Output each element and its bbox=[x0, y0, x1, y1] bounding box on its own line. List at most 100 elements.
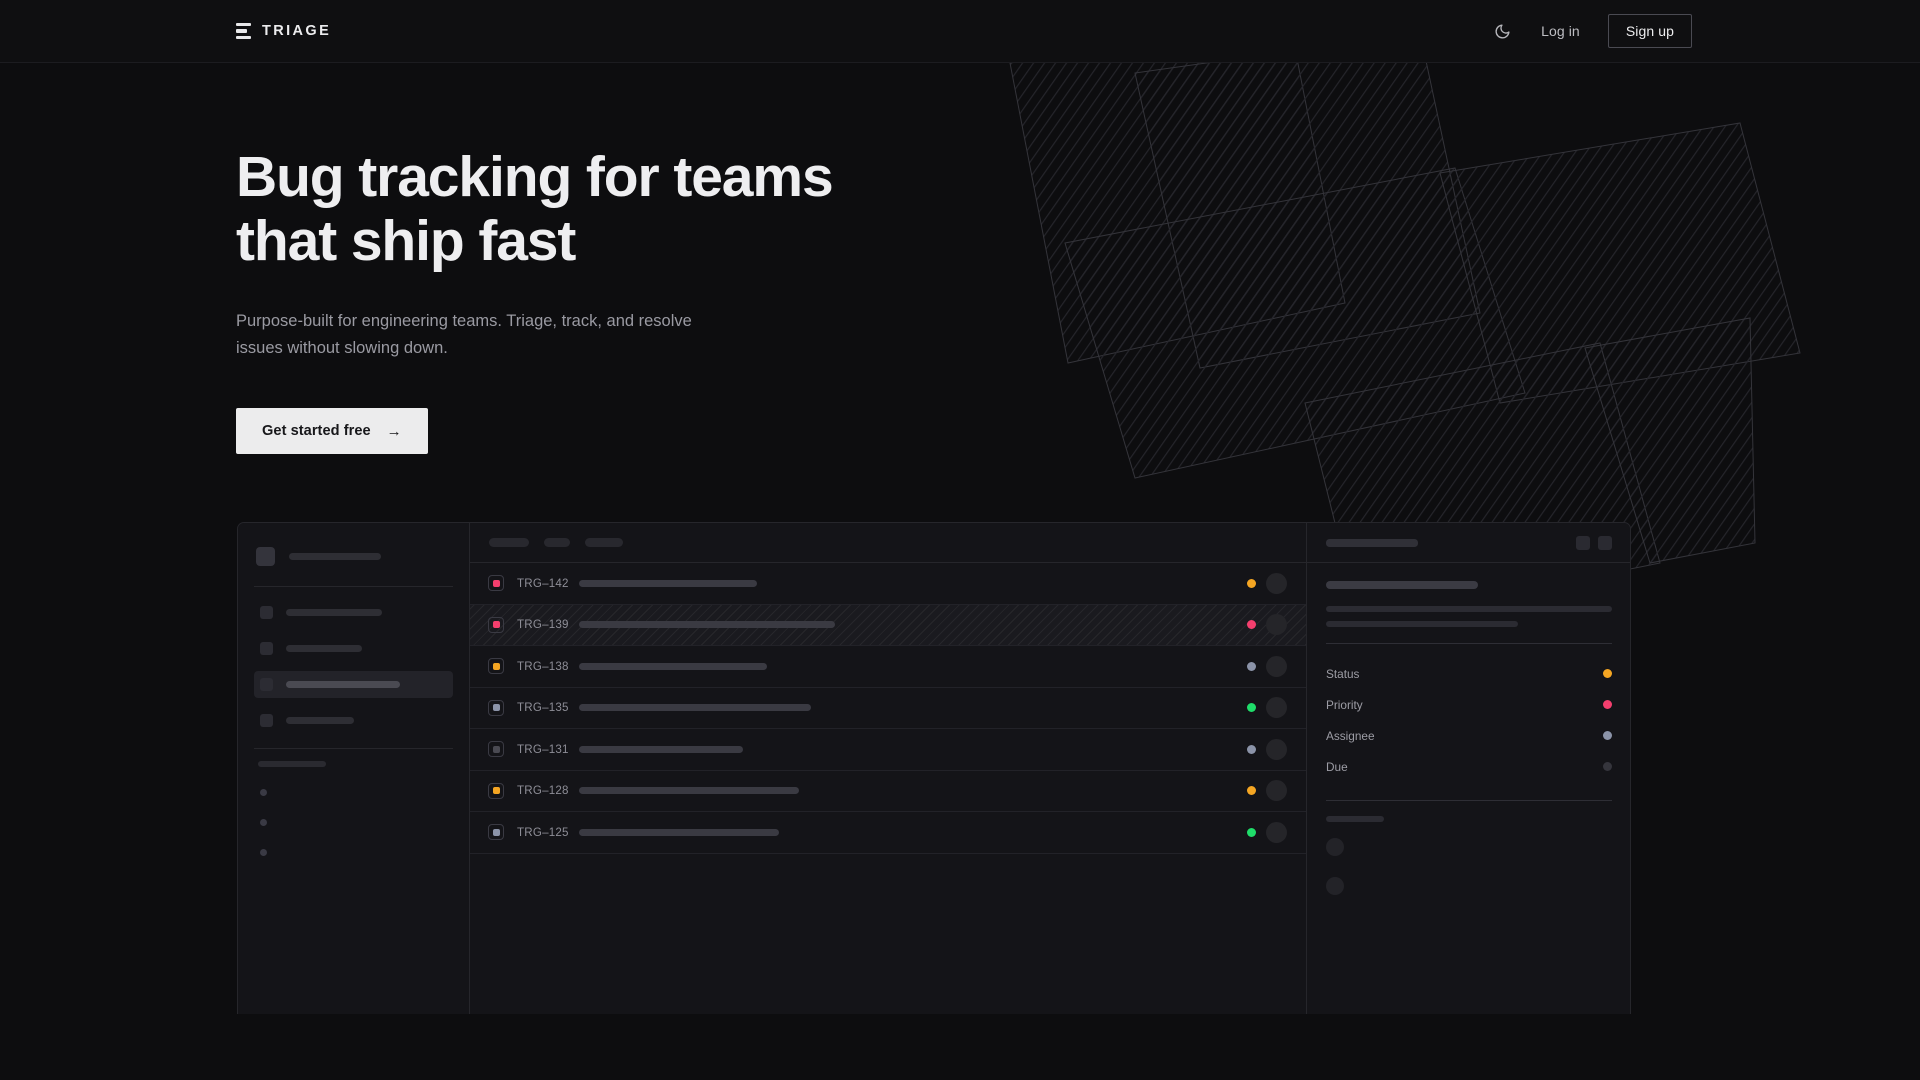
hero-section: Bug tracking for teams that ship fast Pu… bbox=[0, 63, 1920, 455]
issue-assignee-avatar bbox=[1266, 780, 1287, 802]
sidebar-item-label-skeleton bbox=[286, 609, 382, 616]
issue-title-skeleton bbox=[579, 704, 811, 712]
sidebar-sub-dot-icon bbox=[260, 819, 267, 826]
property-row-priority[interactable]: Priority bbox=[1326, 689, 1612, 720]
property-row-due[interactable]: Due bbox=[1326, 751, 1612, 782]
issue-type-badge bbox=[488, 699, 504, 716]
issue-assignee-avatar bbox=[1266, 738, 1287, 760]
detail-description-skeletons bbox=[1326, 606, 1612, 627]
issue-row[interactable]: TRG–125 bbox=[470, 812, 1306, 854]
property-value-dot bbox=[1603, 700, 1612, 709]
detail-divider-2 bbox=[1326, 800, 1612, 801]
sidebar-item-2[interactable] bbox=[254, 671, 453, 698]
detail-description-line-1 bbox=[1326, 621, 1518, 627]
sidebar-section-label-skeleton bbox=[258, 761, 326, 767]
get-started-button[interactable]: Get started free → bbox=[236, 408, 428, 455]
property-label: Priority bbox=[1326, 697, 1363, 712]
sidebar-item-icon bbox=[260, 606, 273, 619]
sidebar-divider-top bbox=[254, 586, 453, 587]
heading-line-1: Bug tracking for teams bbox=[236, 145, 834, 209]
issue-status-dot bbox=[1247, 827, 1256, 837]
filter-chip-2[interactable] bbox=[585, 538, 623, 547]
issue-row[interactable]: TRG–131 bbox=[470, 729, 1306, 771]
filter-chip-1[interactable] bbox=[544, 538, 570, 547]
detail-divider bbox=[1326, 643, 1612, 644]
moon-icon[interactable] bbox=[1491, 20, 1513, 42]
issue-assignee-avatar bbox=[1266, 572, 1287, 594]
issue-row[interactable]: TRG–138 bbox=[470, 646, 1306, 688]
issue-row[interactable]: TRG–139 bbox=[470, 604, 1306, 646]
issue-title-skeleton bbox=[579, 745, 743, 753]
issue-title-skeleton bbox=[579, 787, 799, 795]
issue-type-badge bbox=[488, 616, 504, 633]
arrow-right-icon: → bbox=[386, 422, 402, 440]
issue-assignee-avatar bbox=[1266, 655, 1287, 677]
sidebar-sub-dot-icon bbox=[260, 849, 267, 856]
brand-logo[interactable]: TRIAGE bbox=[236, 23, 331, 39]
issue-row[interactable]: TRG–128 bbox=[470, 771, 1306, 812]
issue-row[interactable]: TRG–135 bbox=[470, 688, 1306, 729]
page-title: Bug tracking for teams that ship fast bbox=[236, 145, 896, 274]
issue-status-dot bbox=[1247, 703, 1256, 713]
issue-id: TRG–131 bbox=[517, 742, 569, 756]
issue-type-badge bbox=[488, 782, 504, 799]
sidebar-divider-bottom bbox=[254, 748, 453, 749]
sidebar-item-label-skeleton bbox=[286, 717, 354, 724]
sidebar-item-0[interactable] bbox=[254, 599, 453, 626]
stacked-bars-logo-icon bbox=[236, 23, 251, 39]
property-row-assignee[interactable]: Assignee bbox=[1326, 720, 1612, 751]
issue-title-skeleton bbox=[579, 579, 757, 587]
filter-chip-0[interactable] bbox=[489, 538, 529, 547]
brand-name: TRIAGE bbox=[262, 23, 332, 39]
sidebar-sub-item-0[interactable] bbox=[254, 783, 453, 802]
detail-panel-header bbox=[1307, 523, 1630, 563]
property-row-status[interactable]: Status bbox=[1326, 658, 1612, 689]
detail-action-button-1[interactable] bbox=[1598, 535, 1612, 550]
issue-row-meta bbox=[1247, 614, 1287, 636]
nav-actions: Log in Sign up bbox=[1491, 14, 1692, 48]
issue-title-skeleton bbox=[579, 828, 779, 836]
sidebar-sub-item-2[interactable] bbox=[254, 843, 453, 862]
property-value-dot bbox=[1603, 669, 1612, 678]
property-label: Due bbox=[1326, 759, 1348, 774]
issue-row-meta bbox=[1247, 572, 1287, 594]
login-link[interactable]: Log in bbox=[1541, 23, 1580, 39]
sidebar-nav-list bbox=[254, 599, 453, 734]
sidebar-item-icon bbox=[260, 714, 273, 727]
issue-status-dot bbox=[1247, 661, 1256, 671]
detail-title-skeleton bbox=[1326, 538, 1418, 547]
signup-button[interactable]: Sign up bbox=[1607, 14, 1692, 48]
workspace-switcher[interactable] bbox=[254, 541, 453, 572]
issue-row[interactable]: TRG–142 bbox=[470, 563, 1306, 605]
cta-label: Get started free bbox=[262, 423, 371, 440]
issue-id: TRG–142 bbox=[517, 576, 569, 590]
issue-status-dot bbox=[1247, 744, 1256, 754]
issue-id: TRG–125 bbox=[517, 825, 569, 839]
issue-type-badge bbox=[488, 824, 504, 841]
detail-description-line-0 bbox=[1326, 606, 1612, 612]
sidebar-sub-dot-icon bbox=[260, 789, 267, 796]
heading-line-2: that ship fast bbox=[236, 209, 576, 274]
sidebar-sub-item-1[interactable] bbox=[254, 813, 453, 832]
issue-title-skeleton bbox=[579, 662, 767, 670]
issue-title-skeleton bbox=[579, 621, 835, 629]
sidebar-item-icon bbox=[260, 642, 273, 655]
sidebar-item-icon bbox=[260, 678, 273, 691]
workspace-name-skeleton bbox=[289, 553, 381, 560]
issue-assignee-avatar bbox=[1266, 821, 1287, 843]
detail-action-button-0[interactable] bbox=[1576, 535, 1590, 550]
issue-row-meta bbox=[1247, 697, 1287, 719]
comment-avatar-0 bbox=[1326, 838, 1344, 856]
issue-type-badge bbox=[488, 741, 504, 758]
issue-type-badge bbox=[488, 658, 504, 675]
sidebar-item-1[interactable] bbox=[254, 635, 453, 662]
issue-status-dot bbox=[1247, 578, 1256, 588]
issue-row-meta bbox=[1247, 821, 1287, 843]
issue-assignee-avatar bbox=[1266, 614, 1287, 636]
sidebar-item-3[interactable] bbox=[254, 707, 453, 734]
